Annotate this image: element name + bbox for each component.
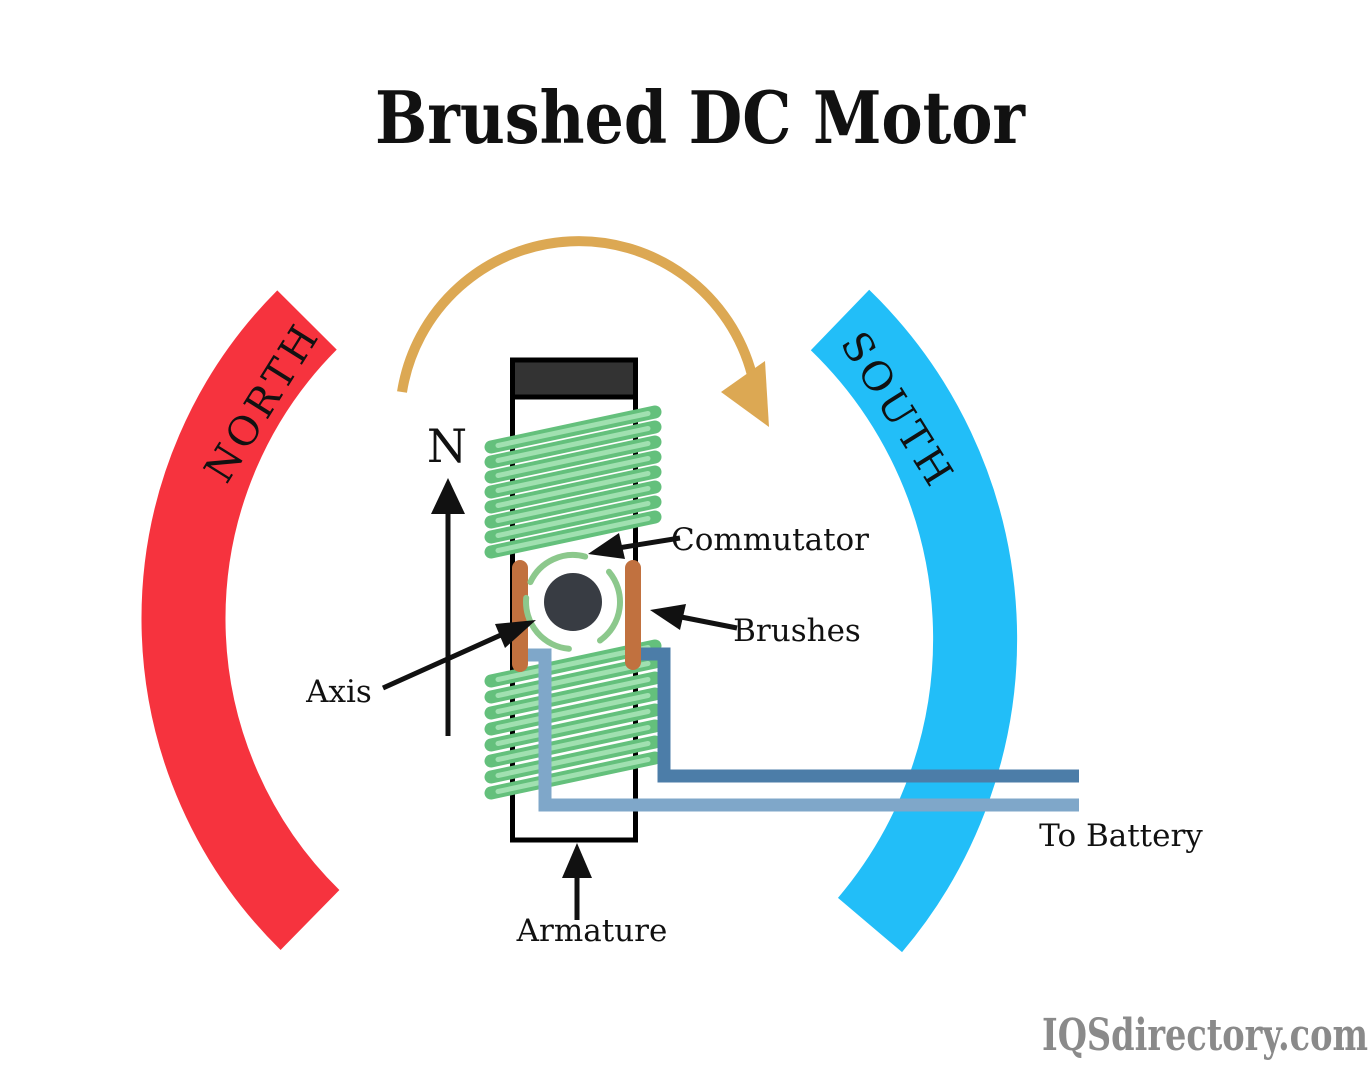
south-magnet-arc bbox=[810, 289, 1018, 953]
axis-arrowhead-icon bbox=[495, 620, 536, 648]
armature-cap bbox=[510, 357, 638, 400]
brush-right bbox=[625, 560, 641, 670]
armature-label: Armature bbox=[516, 913, 668, 949]
commutator-ring-segment bbox=[527, 552, 589, 586]
n-pole-arrowhead-icon bbox=[431, 478, 465, 514]
battery-wire-light bbox=[516, 648, 1079, 812]
commutator-label: Commutator bbox=[671, 522, 869, 558]
to-battery-label: To Battery bbox=[1039, 818, 1203, 854]
north-magnet-arc bbox=[141, 290, 340, 950]
commutator-arrowhead-icon bbox=[588, 533, 625, 559]
commutator-ring bbox=[523, 552, 624, 652]
brushes-label: Brushes bbox=[733, 613, 861, 649]
rotation-arrowhead-icon bbox=[721, 361, 769, 427]
commutator-ring-segment bbox=[523, 594, 572, 652]
axis-label: Axis bbox=[305, 674, 372, 710]
commutator-arrow-line bbox=[611, 535, 681, 552]
n-pole-label: N bbox=[427, 419, 467, 473]
armature-arrowhead-icon bbox=[562, 843, 592, 878]
brush-left bbox=[512, 560, 528, 672]
brushes-arrow-line bbox=[675, 613, 738, 631]
commutator-ring-segment bbox=[597, 568, 624, 644]
rotation-arrow-arc bbox=[397, 236, 757, 393]
brushes-arrowhead-icon bbox=[650, 604, 686, 630]
motor-shaft bbox=[544, 573, 602, 631]
page-title: Brushed DC Motor bbox=[375, 75, 1026, 160]
battery-wire-dark bbox=[632, 647, 1079, 783]
watermark: IQSdirectory.com bbox=[1042, 1010, 1368, 1061]
axis-arrow-line bbox=[381, 627, 514, 691]
